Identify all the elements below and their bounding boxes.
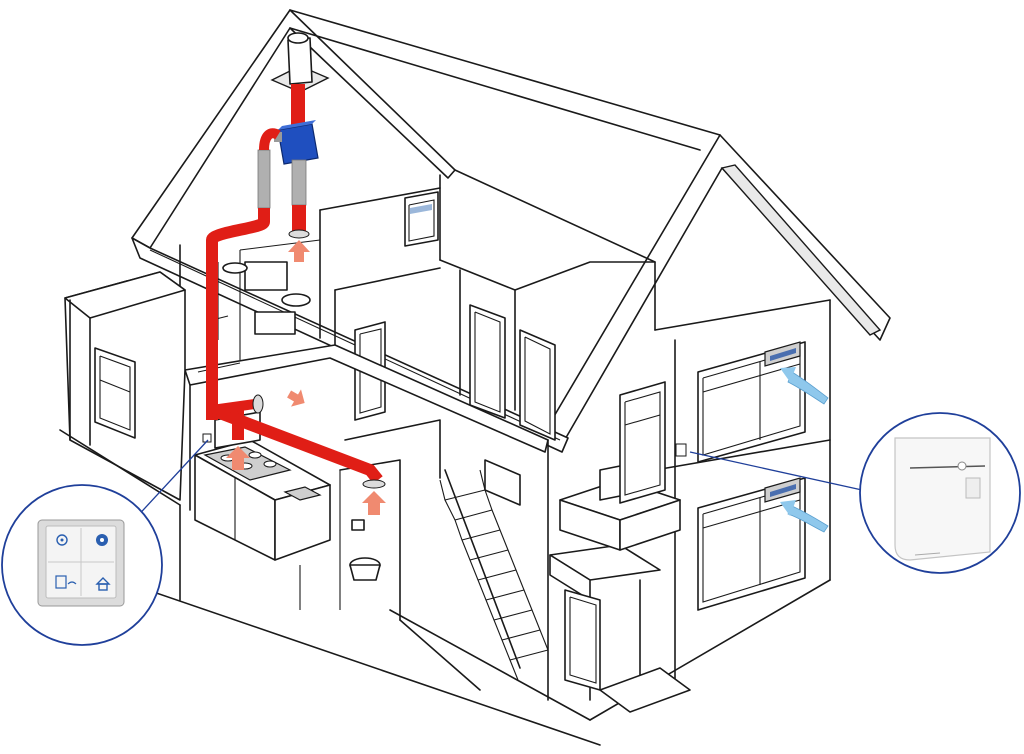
- auto-mode-icon[interactable]: [55, 575, 77, 589]
- door: [519, 329, 556, 441]
- control-switch: [37, 519, 125, 607]
- supply-vent: [764, 477, 801, 503]
- upper-floor: [179, 169, 656, 453]
- wall-vent-unit: [894, 437, 991, 561]
- window: [697, 341, 806, 463]
- staircase: [399, 459, 549, 691]
- extract-air-arrow: [226, 446, 250, 470]
- door: [469, 304, 506, 419]
- supply-air-arrow: [787, 371, 829, 405]
- bathroom: [211, 239, 321, 360]
- window: [619, 381, 666, 504]
- extract-air-arrow: [287, 389, 305, 407]
- door: [564, 589, 601, 691]
- toilet-room: [339, 459, 401, 621]
- home-icon[interactable]: [95, 577, 111, 591]
- kitchen: [179, 384, 341, 610]
- exhaust-duct-system: [206, 32, 386, 515]
- wall-sensor: [675, 443, 687, 457]
- left-annex: [59, 271, 186, 506]
- extract-air-arrow: [288, 240, 310, 262]
- switch-callout: [1, 439, 209, 646]
- fan-low-icon[interactable]: [56, 534, 68, 546]
- extract-air-arrow: [362, 491, 386, 515]
- arrowhead: [780, 367, 796, 382]
- supply-vent: [764, 341, 801, 367]
- fan-unit: [274, 120, 319, 165]
- window: [94, 347, 136, 439]
- roof: [131, 9, 891, 453]
- right-facade: [619, 341, 829, 611]
- fan-high-icon[interactable]: [96, 534, 108, 546]
- supply-air-arrow: [787, 505, 829, 533]
- window: [697, 477, 806, 611]
- vent-unit-callout: [689, 412, 1021, 574]
- window: [404, 191, 439, 247]
- arrowhead: [780, 500, 796, 516]
